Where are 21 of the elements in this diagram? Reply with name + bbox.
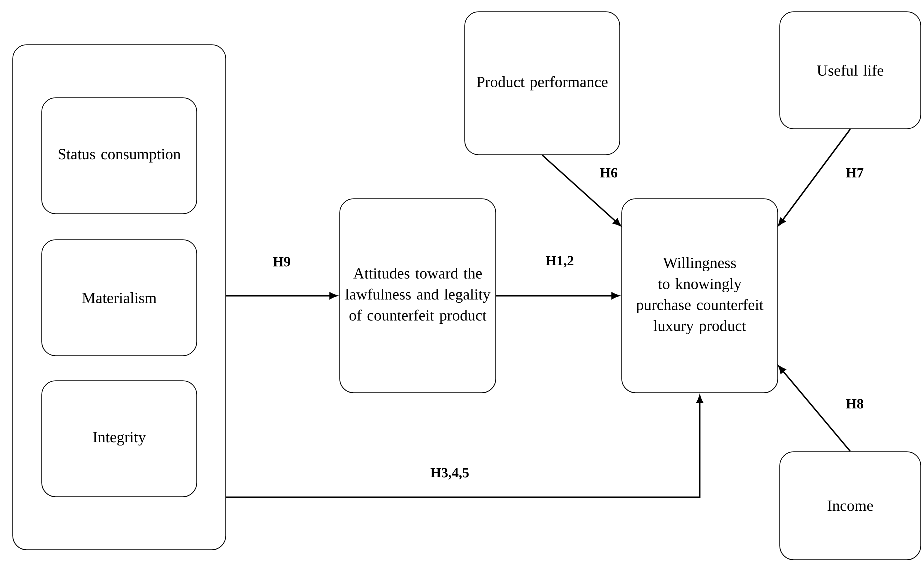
edge-label: H6	[599, 167, 619, 179]
edge-label: H3,4,5	[430, 467, 470, 481]
arrow	[778, 128, 852, 226]
arrow	[496, 292, 620, 300]
arrow	[778, 366, 852, 452]
edge-label: H1,2	[544, 255, 576, 269]
process-box: Income	[780, 452, 922, 560]
arrow	[542, 154, 622, 226]
process-box: Useful life	[780, 12, 922, 130]
edge-label: H8	[845, 398, 865, 410]
process-box: Status consumption	[42, 98, 198, 214]
edge-label: H9	[272, 256, 292, 268]
process-box: Attitudes toward the lawfulness and legality of counterfeit product	[340, 198, 496, 394]
edge-label: H7	[845, 167, 865, 179]
arrow	[226, 395, 704, 498]
process-box: Materialism	[42, 240, 198, 356]
process-box: Product performance	[464, 12, 620, 156]
process-box: Willingness to knowingly purchase counterfeit luxury product	[622, 198, 778, 394]
group-box	[12, 44, 226, 550]
arrow	[226, 292, 338, 300]
process-box: Integrity	[42, 380, 198, 498]
